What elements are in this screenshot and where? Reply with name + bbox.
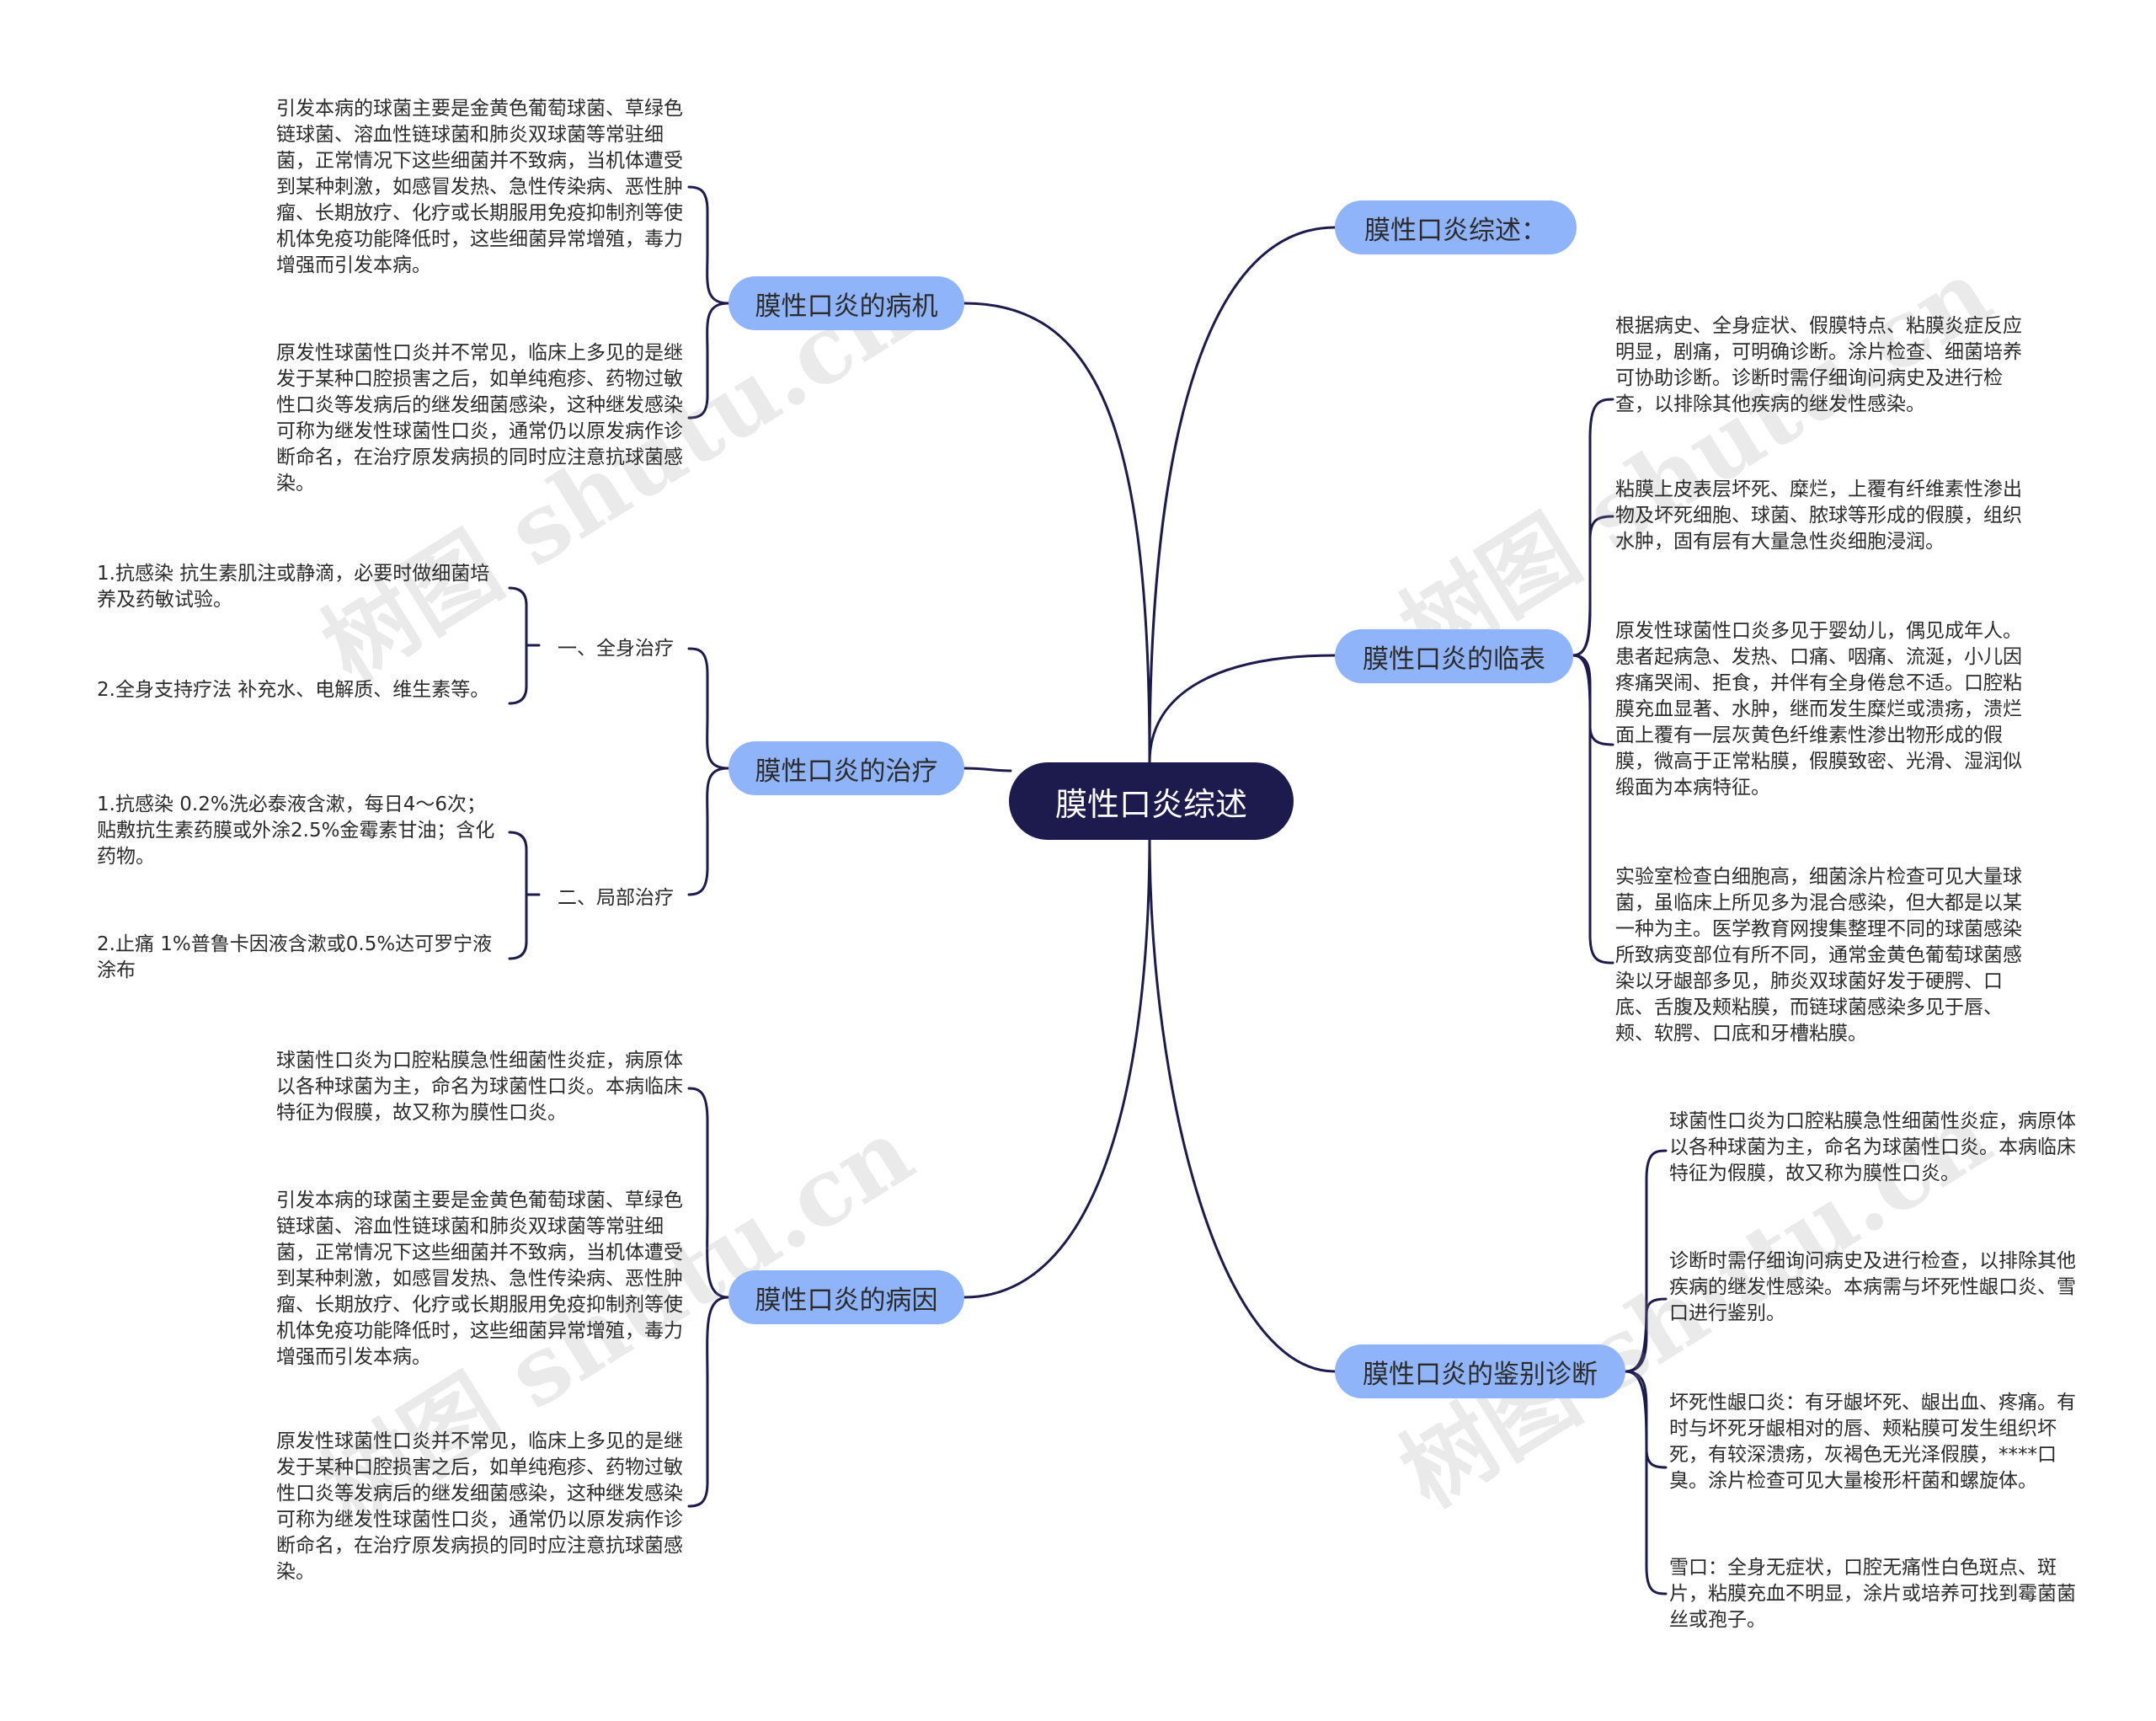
treatment-group-label[interactable]: 二、局部治疗 <box>558 887 674 909</box>
leaf-text: 坏死性龈口炎：有牙龈坏死、龈出血、疼痛。有时与坏死牙龈相对的唇、颊粘膜可发生组织… <box>1669 1392 2076 1492</box>
edge-root-overview <box>1148 226 1337 764</box>
edge-root-clinical <box>1148 654 1337 764</box>
leaf-text: 2.全身支持疗法 补充水、电解质、维生素等。 <box>97 679 490 701</box>
edge-root-pathogenesis <box>963 302 1151 764</box>
branch-label: 膜性口炎的病因 <box>755 1285 938 1316</box>
leaf-text: 引发本病的球菌主要是金黄色葡萄球菌、草绿色链球菌、溶血性链球菌和肺炎双球菌等常驻… <box>276 1189 683 1368</box>
edge-root-etiology <box>963 832 1151 1299</box>
leaf-text: 引发本病的球菌主要是金黄色葡萄球菌、草绿色链球菌、溶血性链球菌和肺炎双球菌等常驻… <box>276 98 683 276</box>
branch-clinical[interactable]: 膜性口炎的临表 <box>1335 629 1573 683</box>
leaf-text: 原发性球菌性口炎并不常见，临床上多见的是继发于某种口腔损害之后，如单纯疱疹、药物… <box>276 342 683 494</box>
branch-label: 膜性口炎的鉴别诊断 <box>1363 1359 1598 1390</box>
leaf-text: 1.抗感染 0.2%洗必泰液含漱，每日4～6次；贴敷抗生素药膜或外涂2.5%金霉… <box>97 794 495 868</box>
leaf-text: 根据病史、全身症状、假膜特点、粘膜炎症反应明显，剧痛，可明确诊断。涂片检查、细菌… <box>1615 315 2022 415</box>
leaf-text: 诊断时需仔细询问病史及进行检查，以排除其他疾病的继发性感染。本病需与坏死性龈口炎… <box>1669 1250 2076 1324</box>
branch-overview[interactable]: 膜性口炎综述： <box>1335 200 1577 254</box>
edge-clinical <box>1572 398 1614 657</box>
leaf-text: 雪口：全身无症状，口腔无痛性白色斑点、斑片，粘膜充血不明显，涂片或培养可找到霉菌… <box>1669 1557 2076 1631</box>
edge-clinical <box>1572 515 1614 657</box>
leaf-text: 粘膜上皮表层坏死、糜烂，上覆有纤维素性渗出物及坏死细胞、球菌、脓球等形成的假膜，… <box>1615 478 2022 553</box>
edge-differential <box>1624 1370 1668 1595</box>
branch-label: 膜性口炎综述： <box>1364 215 1547 246</box>
leaf-text: 1.抗感染 抗生素肌注或静滴，必要时做细菌培养及药敏试验。 <box>97 563 490 611</box>
leaf-text: 原发性球菌性口炎并不常见，临床上多见的是继发于某种口腔损害之后，如单纯疱疹、药物… <box>276 1430 683 1583</box>
leaf-text: 原发性球菌性口炎多见于婴幼儿，偶见成年人。患者起病急、发热、口痛、咽痛、流涎，小… <box>1615 620 2022 799</box>
branch-etiology[interactable]: 膜性口炎的病因 <box>728 1270 964 1324</box>
leaf-text: 2.止痛 1%普鲁卡因液含漱或0.5%达可罗宁液涂布 <box>97 933 493 981</box>
edge-treatment <box>687 767 730 896</box>
edge-differential <box>1624 1297 1668 1373</box>
branch-treatment[interactable]: 膜性口炎的治疗 <box>728 741 964 795</box>
edge-pathogenesis <box>687 185 730 305</box>
root-node[interactable]: 膜性口炎综述 <box>1009 762 1294 840</box>
leaf-text: 球菌性口炎为口腔粘膜急性细菌性炎症，病原体以各种球菌为主，命名为球菌性口炎。本病… <box>276 1050 683 1124</box>
edge-clinical <box>1572 654 1614 965</box>
edge-treat-group2 <box>508 831 528 960</box>
edge-treatment <box>687 647 730 770</box>
edge-etiology <box>687 1296 730 1508</box>
edge-treat-group1 <box>508 586 528 705</box>
leaf-text: 实验室检查白细胞高，细菌涂片检查可见大量球菌，虽临床上所见多为混合感染，但大都是… <box>1615 866 2022 1045</box>
branch-pathogenesis[interactable]: 膜性口炎的病机 <box>728 276 964 330</box>
root-label: 膜性口炎综述 <box>1054 785 1247 823</box>
edge-differential <box>1624 1149 1668 1373</box>
edge-root-treatment <box>963 767 1012 772</box>
branch-label: 膜性口炎的病机 <box>755 291 938 322</box>
branch-differential[interactable]: 膜性口炎的鉴别诊断 <box>1335 1344 1625 1398</box>
branch-label: 膜性口炎的临表 <box>1363 644 1545 675</box>
edge-root-differential <box>1148 832 1337 1373</box>
edge-clinical <box>1572 654 1614 746</box>
edge-etiology <box>687 1087 730 1299</box>
leaf-text: 球菌性口炎为口腔粘膜急性细菌性炎症，病原体以各种球菌为主，命名为球菌性口炎。本病… <box>1669 1110 2076 1184</box>
treatment-group-label[interactable]: 一、全身治疗 <box>558 638 674 660</box>
edge-pathogenesis <box>687 302 730 420</box>
branch-label: 膜性口炎的治疗 <box>755 756 938 787</box>
